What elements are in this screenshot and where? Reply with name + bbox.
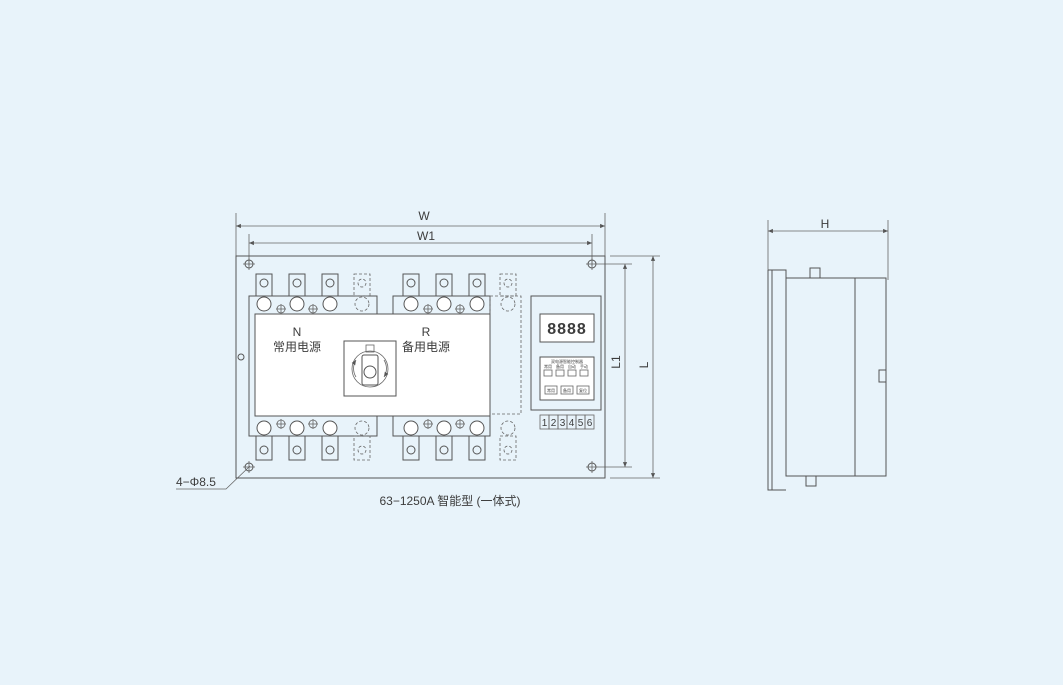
indicator-led-icon (555, 369, 565, 377)
screw-icon (308, 304, 318, 314)
indicator-label: 常用 (544, 363, 552, 369)
button-label: 复位 (579, 387, 587, 393)
terminal-number: 5 (578, 418, 584, 429)
terminal-lug (255, 273, 273, 312)
terminal-lug (255, 420, 273, 461)
terminal-lug (468, 273, 486, 312)
terminal-lug (499, 273, 517, 312)
mounting-hole-icon (243, 258, 255, 270)
dim-w-label: W (418, 209, 430, 223)
indicator-row: 常用备用自动手动 (543, 363, 589, 377)
indicator-led-icon (579, 369, 589, 377)
terminals-top (255, 273, 517, 429)
controller-button[interactable] (576, 385, 590, 395)
controller-module (530, 295, 602, 411)
dimension-lines (176, 213, 889, 490)
screw-icon (276, 419, 286, 429)
indicator-label: 备用 (556, 363, 564, 369)
terminal-lug (353, 420, 371, 461)
mounting-hole-icon (243, 461, 255, 473)
terminal-number: 1 (542, 418, 548, 429)
screw-icon (455, 304, 465, 314)
screw-icon (423, 419, 433, 429)
indicator-label: 自动 (568, 363, 576, 369)
button-label: 常用 (547, 387, 555, 393)
controller-title: 双电源智能控制器 (551, 358, 583, 364)
terminal-lug (288, 273, 306, 312)
terminal-lug (402, 273, 420, 312)
terminal-lug (402, 420, 420, 461)
terminal-block (584, 414, 595, 430)
terminal-lug (435, 420, 453, 461)
screw-icon (276, 304, 286, 314)
source-n-letter: N (293, 325, 302, 339)
controller-button[interactable] (560, 385, 574, 395)
display-digits: 8888 (547, 321, 587, 338)
terminal-lug (321, 273, 339, 312)
terminal-number: 3 (560, 418, 566, 429)
dim-l1-label: L1 (609, 355, 623, 369)
rotary-handle (343, 340, 397, 397)
mounting-hole-icon (586, 461, 598, 473)
terminals-bottom (255, 420, 517, 461)
terminal-lug (288, 420, 306, 461)
indicator-led-icon (543, 369, 553, 377)
mounting-holes-label: 4−Φ8.5 (176, 475, 216, 489)
side-hole-icon (237, 353, 245, 361)
dim-h-label: H (821, 217, 830, 231)
dim-l-label: L (637, 361, 651, 368)
source-r-label: 备用电源 (402, 340, 450, 354)
controller-button[interactable] (544, 385, 558, 395)
terminal-lug (468, 420, 486, 461)
terminal-number: 4 (569, 418, 575, 429)
source-n-label: 常用电源 (273, 340, 321, 354)
switch-r-extension (489, 295, 522, 415)
drawing-caption: 63−1250A 智能型 (一体式) (379, 493, 520, 508)
terminal-lug (321, 420, 339, 461)
button-row: 常用 备用 复位 (544, 385, 590, 395)
base-plate (235, 255, 606, 479)
screw-icon (308, 419, 318, 429)
mounting-hole-icon (586, 258, 598, 270)
screw-icon (455, 419, 465, 429)
terminal-number: 2 (551, 418, 557, 429)
terminal-lug (499, 420, 517, 461)
source-r-letter: R (422, 325, 431, 339)
screw-icon (423, 304, 433, 314)
indicator-label: 手动 (580, 363, 588, 369)
mounting-holes (237, 258, 598, 473)
terminal-lug (435, 273, 453, 312)
indicator-led-icon (567, 369, 577, 377)
dim-w1-label: W1 (417, 229, 435, 243)
terminal-lug (353, 273, 371, 312)
terminal-number: 6 (587, 418, 593, 429)
side-view (767, 267, 887, 491)
button-label: 备用 (563, 387, 571, 393)
